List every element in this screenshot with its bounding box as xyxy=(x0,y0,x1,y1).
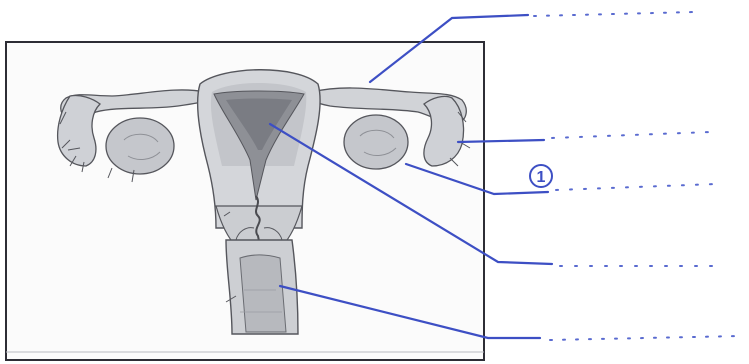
left-ovary xyxy=(106,118,174,174)
vaginal-canal xyxy=(240,255,286,332)
answer-line-5 xyxy=(550,336,740,340)
answer-lines xyxy=(534,12,740,340)
answer-line-1 xyxy=(534,12,694,16)
circled-marker-number: 1 xyxy=(537,169,546,186)
circled-marker: 1 xyxy=(530,165,552,187)
answer-line-3 xyxy=(556,184,716,190)
right-ovary xyxy=(344,115,408,169)
answer-line-2 xyxy=(552,132,710,138)
